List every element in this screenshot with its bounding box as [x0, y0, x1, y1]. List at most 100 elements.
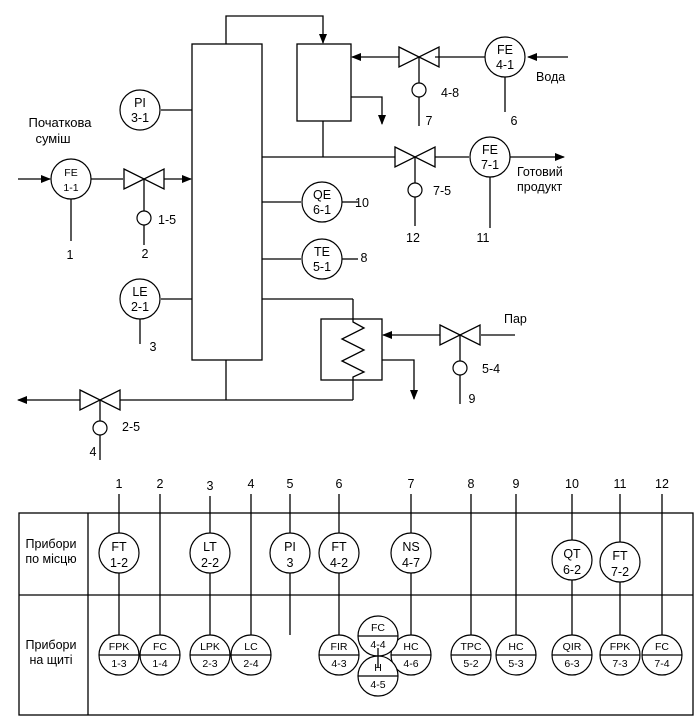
- panel-instrument-lc-2-4: LC2-4: [230, 634, 272, 676]
- instrument-bubble-icon: [189, 532, 231, 574]
- feed-label-1: Початкова: [28, 115, 92, 130]
- distillation-column: [191, 43, 263, 361]
- table-column-8: 8: [468, 477, 475, 635]
- instrument-number: 4-4: [370, 639, 385, 651]
- panel-instrument-qir-6-3: QIR 6-3: [551, 634, 593, 676]
- signal-line-number: 6: [511, 114, 518, 128]
- panel-instrument-fc-1-4: FC1-4: [139, 634, 181, 676]
- column-number: 4: [248, 477, 255, 491]
- column-number: 8: [468, 477, 475, 491]
- instrument-number: 4-7: [402, 556, 420, 570]
- valve-number: 5-4: [482, 362, 500, 376]
- instrument-bubble-icon: [599, 541, 641, 583]
- instrument-code: LT: [203, 540, 217, 554]
- instrument-number: 7-2: [611, 565, 629, 579]
- signal-line-number: 8: [361, 251, 368, 265]
- instrument-number: 5-3: [508, 658, 523, 670]
- reboiler-heat-exchanger: [320, 299, 383, 400]
- sensor-code: FE: [64, 167, 77, 179]
- actuator-icon: [452, 360, 468, 376]
- table-column-12: 12: [655, 477, 669, 635]
- sensor-code: TE: [314, 245, 330, 259]
- instrument-number: 7-4: [654, 658, 669, 670]
- panel-instrument-hc-5-3: HC 5-3: [495, 634, 537, 676]
- instrument-code: HC: [508, 641, 524, 653]
- instrument-number: 6-3: [564, 658, 579, 670]
- instrument-code: FPK: [109, 641, 129, 653]
- instrument-bubble-icon: [98, 532, 140, 574]
- sensor-fe-7-1: FE7-111: [469, 136, 511, 245]
- sensor-code: QE: [313, 188, 331, 202]
- valve-icon: [394, 145, 436, 169]
- instrument-code: FT: [111, 540, 127, 554]
- row-field-label-1: Прибори: [26, 537, 77, 551]
- instrument-number: 3: [287, 556, 294, 570]
- control-valve-5-4: 5-4 9: [439, 323, 500, 406]
- signal-line-number: 1: [67, 248, 74, 262]
- instrument-code: QIR: [563, 641, 582, 653]
- valve-icon: [439, 323, 481, 347]
- valve-number: 2-5: [122, 420, 140, 434]
- local-instrument-pi-3: PI3: [269, 532, 311, 574]
- column-number: 2: [157, 477, 164, 491]
- sensor-code: LE: [132, 285, 147, 299]
- instrument-number: 2-3: [202, 658, 217, 670]
- valve-number: 4-8: [441, 86, 459, 100]
- local-instrument-lt-2-2: LT2-2: [189, 532, 231, 574]
- sensor-number: 2-1: [131, 300, 149, 314]
- signal-line-number: 9: [469, 392, 476, 406]
- actuator-icon: [92, 420, 108, 436]
- instrument-number: 1-4: [152, 658, 167, 670]
- sensor-qe-6-1: QE6-1 10: [301, 181, 369, 223]
- heating-coil-icon: [340, 299, 366, 400]
- instrument-number: 4-2: [330, 556, 348, 570]
- local-instrument-ft-4-2: FT 4-2: [318, 532, 360, 574]
- instrument-number: 7-3: [612, 658, 627, 670]
- row-field-label-2: по місцю: [25, 552, 76, 566]
- signal-line-number: 7: [426, 114, 433, 128]
- instrument-code: FT: [612, 549, 628, 563]
- column-number: 7: [408, 477, 415, 491]
- column-number: 11: [614, 477, 627, 491]
- column-number: 12: [655, 477, 669, 491]
- instrument-table: [18, 512, 694, 716]
- sensor-fe-1-1: FE1-11: [50, 158, 92, 262]
- signal-line-number: 2: [142, 247, 149, 261]
- sensor-code: PI: [134, 96, 146, 110]
- feed-label-2: суміш: [35, 131, 70, 146]
- control-valve-1-5: 1-5 2: [123, 167, 176, 261]
- instrument-bubble-icon: [119, 89, 161, 131]
- steam-label: Пар: [504, 312, 527, 326]
- sensor-number: 6-1: [313, 203, 331, 217]
- condenser: [296, 43, 352, 122]
- panel-instrument-fc-7-4: FC7-4: [641, 634, 683, 676]
- sensor-pi-3-1: PI3-1: [119, 89, 161, 131]
- panel-instrument-hc-4-6: HC4-6: [390, 634, 432, 676]
- panel-instrument-h-4-5: H4-5: [357, 655, 399, 697]
- signal-line-number: 11: [477, 231, 490, 245]
- valve-icon: [398, 45, 440, 69]
- instrument-code: FPK: [610, 641, 630, 653]
- actuator-icon: [411, 82, 427, 98]
- instrument-code: QT: [563, 547, 581, 561]
- column-number: 1: [116, 477, 123, 491]
- control-valve-2-5: 2-54: [79, 388, 140, 460]
- actuator-icon: [407, 182, 423, 198]
- instrument-code: FT: [331, 540, 347, 554]
- row-panel-label-2: на щиті: [29, 653, 72, 667]
- column-number: 5: [287, 477, 294, 491]
- sensor-number: 5-1: [313, 260, 331, 274]
- valve-number: 1-5: [158, 213, 176, 227]
- instrument-bubble-icon: [318, 532, 360, 574]
- instrument-number: 4-5: [370, 679, 385, 691]
- product-label-1: Готовий: [517, 165, 563, 179]
- valve-icon: [123, 167, 165, 191]
- instrument-bubble-icon: [390, 532, 432, 574]
- sensor-code: FE: [497, 43, 513, 57]
- signal-line-number: 10: [355, 196, 369, 210]
- instrument-number: 4-3: [331, 658, 346, 670]
